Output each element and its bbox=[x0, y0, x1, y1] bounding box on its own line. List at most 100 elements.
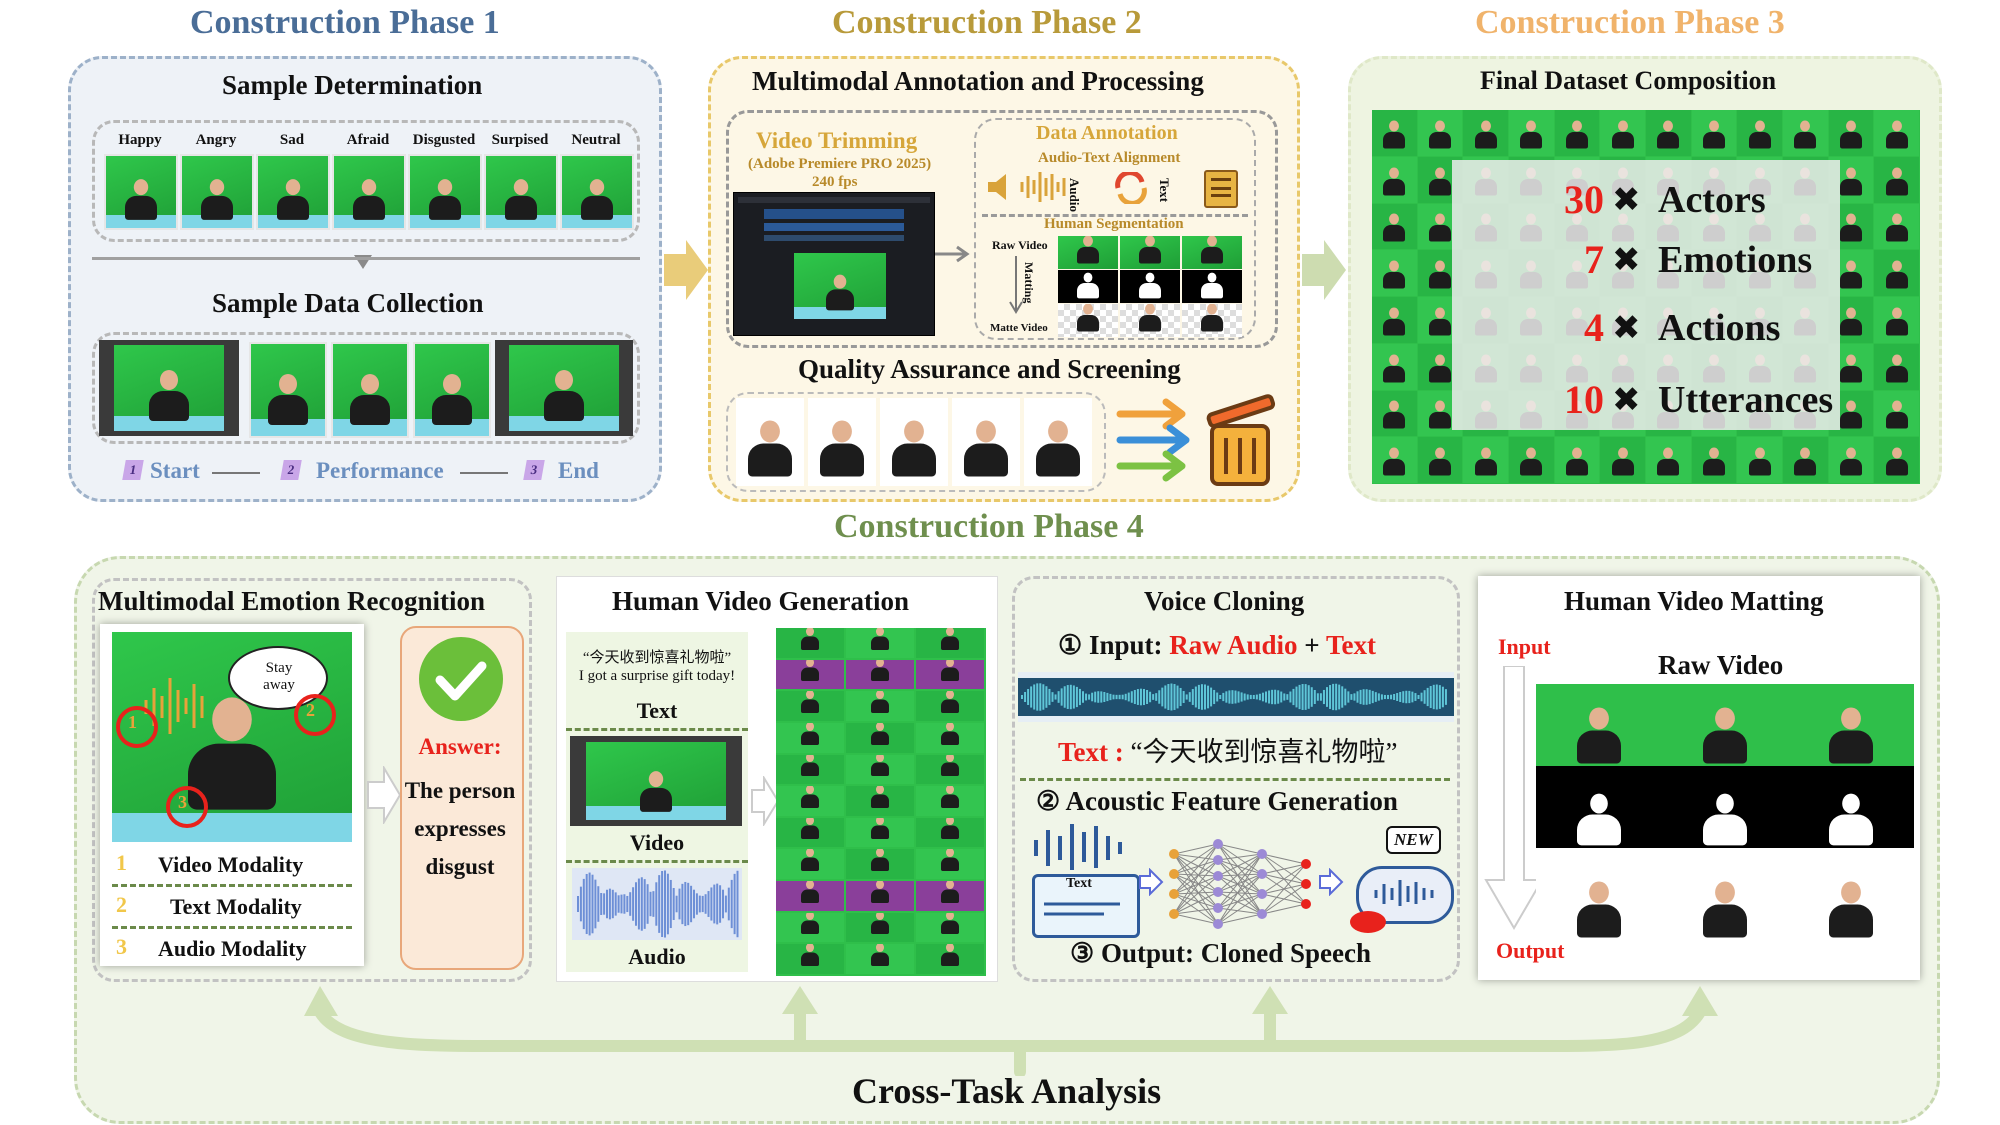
generated-frame bbox=[776, 881, 844, 911]
sync-icon bbox=[1115, 172, 1147, 204]
generated-frame bbox=[916, 944, 984, 974]
segmentation-tile bbox=[1058, 304, 1118, 337]
badge-2-icon: 2 bbox=[306, 700, 315, 720]
text-modality-icon: 2 bbox=[116, 892, 127, 917]
vc-arrow-in bbox=[1139, 868, 1164, 896]
hvm-input-label: Input bbox=[1498, 634, 1551, 659]
mer-heading: Multimodal Emotion Recognition bbox=[98, 586, 486, 616]
segmentation-tile bbox=[1182, 236, 1242, 269]
hvm-output-strip bbox=[1536, 850, 1914, 940]
hvm-frame bbox=[1536, 684, 1662, 766]
performance-frame-3 bbox=[413, 342, 491, 438]
stat-number: 4 bbox=[1584, 305, 1604, 350]
audio-modality-label: Audio Modality bbox=[158, 936, 307, 961]
generated-frame bbox=[916, 659, 984, 690]
phase1-to-phase2-arrow bbox=[664, 240, 708, 300]
text-vertical-label: Text bbox=[1157, 178, 1172, 203]
mer-box bbox=[92, 578, 532, 982]
badge-1-icon: 1 bbox=[128, 712, 137, 732]
vc-text-word: Text bbox=[1325, 630, 1376, 660]
speaker-red-icon bbox=[1350, 911, 1386, 933]
vc-raw-audio: Raw Audio bbox=[1169, 630, 1298, 660]
generated-frame bbox=[846, 944, 914, 974]
stat-label: Actors bbox=[1658, 179, 1766, 221]
hvg-quote-en: I got a surprise gift today! bbox=[578, 668, 736, 684]
hvg-quote-cn: “今天收到惊喜礼物啦” bbox=[582, 650, 732, 666]
generated-frame bbox=[846, 722, 914, 753]
segmentation-tile bbox=[1120, 304, 1180, 337]
emotion-thumbnail bbox=[104, 154, 178, 230]
step-arrow-1 bbox=[212, 472, 260, 474]
generated-frame bbox=[776, 628, 844, 658]
hvm-frame bbox=[1662, 766, 1788, 848]
vc-text-doc bbox=[1032, 874, 1140, 938]
segmentation-tile bbox=[1182, 304, 1242, 337]
check-icon bbox=[419, 637, 503, 721]
video-trimming-label: Video Trimming bbox=[756, 128, 918, 153]
annotation-box bbox=[726, 110, 1278, 348]
hvg-arrow bbox=[751, 776, 780, 826]
hvm-frame bbox=[1536, 766, 1662, 848]
hvg-video-label: Video bbox=[629, 830, 685, 855]
mosaic-tile bbox=[1783, 437, 1828, 483]
generated-frame bbox=[846, 628, 914, 658]
mosaic-tile bbox=[1874, 203, 1919, 250]
performance-frame-1 bbox=[249, 342, 327, 438]
vc-step2: ② Acoustic Feature Generation bbox=[1036, 786, 1398, 816]
step-arrow-2 bbox=[460, 472, 508, 474]
badge-1-circle bbox=[116, 706, 158, 748]
mosaic-tile bbox=[1737, 110, 1782, 156]
vc-heading: Voice Cloning bbox=[1144, 586, 1305, 616]
hvm-flow-arrow bbox=[1484, 666, 1544, 930]
hvg-text-label: Text bbox=[636, 698, 678, 723]
hvg-generated-grid bbox=[776, 628, 986, 976]
vc-text-value: “今天收到惊喜礼物啦” bbox=[1130, 737, 1398, 767]
step-label-start: Start bbox=[150, 458, 200, 483]
generated-frame bbox=[916, 912, 984, 943]
mosaic-tile bbox=[1600, 110, 1645, 156]
mosaic-tile bbox=[1372, 390, 1417, 437]
software-label: (Adobe Premiere PRO 2025) bbox=[748, 156, 932, 172]
hvm-raw-video-label: Raw Video bbox=[1658, 650, 1784, 680]
hvm-matte-strip bbox=[1536, 766, 1914, 848]
speech-bubble-text: Stay away bbox=[263, 660, 295, 693]
mer-answer-arrow bbox=[367, 766, 402, 824]
raw-video-label: Raw Video bbox=[992, 238, 1048, 252]
generated-frame bbox=[916, 722, 984, 753]
emotion-thumbnail bbox=[560, 154, 634, 230]
mosaic-tile bbox=[1554, 437, 1600, 483]
mosaic-tile bbox=[1646, 437, 1691, 483]
cross-task-arrows bbox=[304, 986, 1718, 1076]
cross-task-label: Cross-Task Analysis bbox=[852, 1071, 1162, 1111]
fps-label: 240 fps bbox=[812, 174, 858, 190]
emotion-thumbnail bbox=[408, 154, 482, 230]
document-icon bbox=[1204, 170, 1238, 208]
qa-heading: Quality Assurance and Screening bbox=[798, 354, 1181, 384]
emotion-label: Surpised bbox=[491, 132, 549, 148]
mosaic-tile bbox=[1874, 343, 1919, 390]
step-label-end: End bbox=[558, 458, 599, 483]
mosaic-tile bbox=[1828, 437, 1874, 483]
generated-frame bbox=[776, 817, 844, 848]
vc-arrow-out bbox=[1319, 868, 1344, 896]
audio-wave-icon bbox=[144, 678, 204, 734]
times-icon: ✖ bbox=[1612, 308, 1641, 348]
audio-modality-icon: 3 bbox=[116, 934, 127, 959]
qa-sample bbox=[1024, 398, 1092, 486]
mosaic-tile bbox=[1691, 437, 1737, 483]
performance-frame-2 bbox=[331, 342, 409, 438]
hvg-separator-1 bbox=[566, 728, 748, 731]
stat-label: Emotions bbox=[1658, 239, 1813, 281]
audio-text-alignment-label: Audio-Text Alignment bbox=[1038, 150, 1181, 166]
qa-box bbox=[726, 392, 1106, 492]
times-icon: ✖ bbox=[1612, 240, 1641, 280]
mosaic-tile bbox=[1372, 343, 1417, 390]
hvm-output-label: Output bbox=[1496, 938, 1565, 963]
emotion-label: Sad bbox=[279, 132, 305, 148]
cloned-speech-wave bbox=[1374, 880, 1434, 906]
qa-sample bbox=[736, 398, 804, 486]
sample-determination-heading: Sample Determination bbox=[222, 70, 483, 100]
collection-box bbox=[92, 332, 640, 444]
emotion-label: Afraid bbox=[346, 132, 390, 148]
step-badge-1: 1 bbox=[122, 460, 144, 480]
